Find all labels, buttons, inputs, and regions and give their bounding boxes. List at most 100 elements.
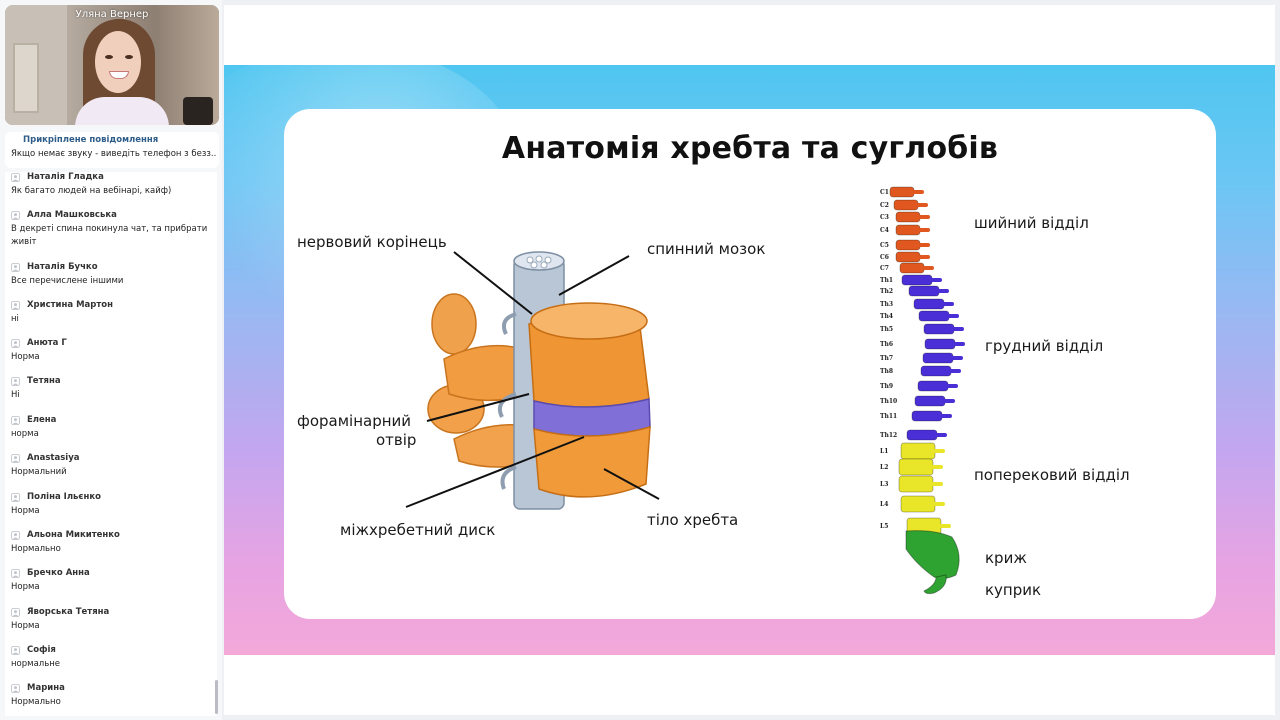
chat-author: Елена (27, 415, 57, 425)
slide-title: Анатомія хребта та суглобів (501, 131, 999, 166)
vertebra-th3 (913, 298, 945, 310)
label-cervical: шийний відділ (974, 214, 1089, 232)
user-icon (11, 211, 20, 220)
chat-author: Тетяна (27, 376, 61, 386)
vertebra-label: Th5 (880, 326, 893, 333)
vertebra-process-l3 (931, 482, 943, 486)
chat-text: В декреті спина покинула чат, та прибрат… (11, 224, 208, 247)
coccyx-shape (923, 574, 947, 595)
vertebra-th2 (908, 285, 940, 297)
vertebra-process-c4 (918, 228, 930, 232)
chat-text: нормальне (11, 659, 61, 669)
vertebra-process-th12 (935, 433, 947, 437)
chat-text: Нормально (11, 697, 61, 707)
vertebra-label: L3 (880, 481, 888, 488)
label-sacrum: криж (985, 549, 1027, 567)
vertebra-label: Th4 (880, 313, 893, 320)
vertebra-c3 (895, 211, 921, 223)
vertebra-label: C4 (880, 227, 889, 234)
vertebra-process-th8 (949, 369, 961, 373)
chat-author: Поліна Ільєнко (27, 492, 101, 502)
vertebra-process-th1 (930, 278, 942, 282)
chat-author: Альона Микитенко (27, 530, 120, 540)
video-face (95, 31, 141, 93)
vertebra-label: C3 (880, 214, 889, 221)
vertebra-process-c2 (916, 203, 928, 207)
user-icon (11, 608, 20, 617)
pinned-message-text: Якщо немає звуку - виведіть телефон з бе… (11, 149, 216, 159)
vertebra-process-l2 (931, 465, 943, 469)
vertebra-label: L5 (880, 523, 888, 530)
label-foramen-1: форамінарний (297, 412, 412, 430)
spine-illustration: C1C2C3C4C5C6C7Th1Th2Th3Th4Th5Th6Th7Th8Th… (880, 186, 965, 595)
pinned-message[interactable]: Прикріплене повідомлення Якщо немає звук… (5, 132, 219, 168)
vertebra-th6 (924, 338, 956, 350)
label-disc: міжхребетний диск (340, 521, 496, 539)
vertebra-label: C5 (880, 242, 889, 249)
label-coccyx: куприк (985, 581, 1042, 599)
vertebra-th9 (917, 380, 949, 392)
vertebra-th8 (920, 365, 952, 377)
label-spinal-cord: спинний мозок (647, 240, 766, 258)
user-icon (11, 531, 20, 540)
vertebra-label: Th2 (880, 288, 893, 295)
vertebra-label: C7 (880, 265, 889, 272)
vertebra-l1 (900, 442, 936, 460)
vertebra-label: C2 (880, 202, 889, 209)
vertebra-process-th11 (940, 414, 952, 418)
sacrum-shape (905, 530, 960, 580)
chat-scrollbar[interactable] (215, 680, 218, 714)
vertebra-c1 (889, 186, 915, 198)
vertebra-label: Th9 (880, 383, 893, 390)
vertebra-process-c7 (922, 266, 934, 270)
vertebra-label: Th11 (880, 413, 897, 420)
chat-list[interactable]: Наталія Гладка Як багато людей на вебінар… (5, 172, 217, 716)
vertebra-label: Th1 (880, 277, 893, 284)
chat-text: Норма (11, 582, 40, 592)
vertebra-process-c5 (918, 243, 930, 247)
video-body (75, 97, 169, 125)
chat-text: Нормальний (11, 467, 67, 477)
user-icon (11, 684, 20, 693)
video-lamp (183, 97, 213, 125)
user-icon (11, 454, 20, 463)
chat-author: Марина (27, 683, 65, 693)
chat-text: Ні (11, 390, 20, 400)
video-door (13, 43, 39, 113)
vertebra-l3 (898, 475, 934, 493)
chat-text: Як багато людей на вебінарі, кайф) (11, 186, 172, 196)
vertebra-label: C1 (880, 189, 889, 196)
vertebra-process-c6 (918, 255, 930, 259)
vertebra-process-th9 (946, 384, 958, 388)
vertebra-process-l1 (933, 449, 945, 453)
user-icon (11, 339, 20, 348)
video-eye-right (125, 55, 133, 59)
label-thoracic: грудний відділ (985, 337, 1104, 355)
vertebra-l4 (900, 495, 936, 513)
vertebra-process-th5 (952, 327, 964, 331)
chat-author: Наталія Гладка (27, 172, 104, 182)
chat-author: Софія (27, 645, 56, 655)
user-icon (11, 263, 20, 272)
video-eye-left (105, 55, 113, 59)
vertebra-th5 (923, 323, 955, 335)
left-panel: Уляна Вернер Прикріплене повідомлення Як… (0, 0, 222, 720)
chat-author: Анюта Г (27, 338, 67, 348)
user-icon (11, 301, 20, 310)
vertebra-label: Th3 (880, 301, 893, 308)
label-nerve-root: нервовий корінець (297, 233, 447, 251)
vertebra-th12 (906, 429, 938, 441)
vertebra-th7 (922, 352, 954, 364)
vertebra-label: Th7 (880, 355, 893, 362)
participant-name: Уляна Вернер (75, 9, 149, 20)
user-icon (11, 493, 20, 502)
pinned-message-title: Прикріплене повідомлення (23, 135, 159, 145)
user-icon (11, 377, 20, 386)
chat-text: ні (11, 314, 19, 324)
vertebra-process-th6 (953, 342, 965, 346)
presentation-area: Анатомія хребта та суглобів (224, 5, 1275, 715)
chat-author: Anastasiya (27, 453, 80, 463)
vertebra-c6 (895, 251, 921, 263)
chat-text: норма (11, 429, 39, 439)
chat-text: Нормально (11, 544, 61, 554)
